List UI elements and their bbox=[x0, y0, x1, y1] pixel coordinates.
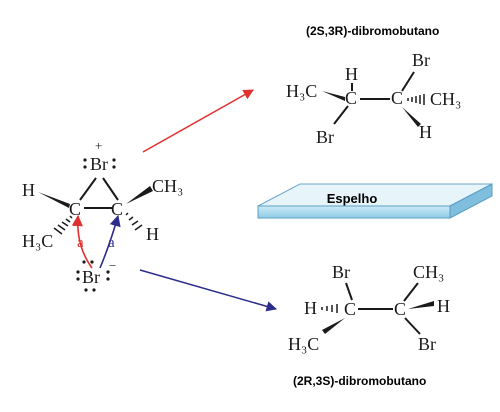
hash-bond bbox=[407, 94, 425, 105]
bond bbox=[404, 317, 421, 335]
mirror-label: Espelho bbox=[327, 191, 378, 206]
lone-pair-dot bbox=[84, 288, 88, 292]
top-h-lower-label: H bbox=[419, 122, 432, 142]
wedge-bond bbox=[38, 192, 70, 208]
bromonium-ion: + Br C C H H₃C CH₃ H bbox=[22, 138, 183, 251]
top-h3c-label: H₃C bbox=[286, 81, 317, 101]
ring-bond-left bbox=[79, 177, 97, 201]
product-bottom: Br H C H₃C C CH₃ H Br (2R,3S)-dibromobut… bbox=[288, 262, 450, 388]
top-br-lower-label: Br bbox=[316, 127, 334, 147]
right-ch3-label: CH₃ bbox=[152, 176, 183, 196]
lone-pair-dot bbox=[112, 158, 116, 162]
lone-pair-dot bbox=[83, 158, 87, 162]
hash-bond bbox=[53, 215, 73, 235]
bromide-charge: − bbox=[109, 258, 116, 273]
product-top-title: (2S,3R)-dibromobutano bbox=[306, 24, 439, 38]
right-h-label: H bbox=[146, 224, 159, 244]
bromide-ion: Br − bbox=[76, 258, 116, 292]
bottom-ch3-label: CH₃ bbox=[413, 262, 444, 282]
red-attack-label: a bbox=[77, 235, 84, 251]
bromide-br-label: Br bbox=[82, 267, 100, 287]
left-ch3-label: H₃C bbox=[22, 231, 53, 251]
wedge-bond bbox=[408, 301, 434, 309]
top-h-upper-label: H bbox=[345, 64, 358, 84]
top-c2-label: C bbox=[391, 88, 403, 108]
blue-attack-arrow bbox=[99, 214, 121, 269]
lone-pair-dot bbox=[83, 165, 87, 169]
wedge-bond bbox=[126, 186, 153, 204]
top-c1-label: C bbox=[345, 88, 357, 108]
lone-pair-dot bbox=[106, 270, 110, 274]
bottom-h-right-label: H bbox=[437, 296, 450, 316]
bottom-c1-label: C bbox=[344, 299, 356, 319]
bond bbox=[333, 105, 349, 125]
ring-bond-right bbox=[102, 177, 119, 201]
wedge-bond bbox=[322, 318, 345, 334]
lone-pair-dot bbox=[112, 165, 116, 169]
lone-pair-dot bbox=[90, 260, 94, 264]
bottom-br-lower-label: Br bbox=[418, 334, 436, 354]
hash-bond bbox=[125, 212, 143, 231]
bromonium-br-label: Br bbox=[90, 154, 108, 174]
lone-pair-dot bbox=[92, 288, 96, 292]
top-br-upper-label: Br bbox=[412, 50, 430, 70]
blue-product-arrow bbox=[139, 269, 278, 312]
bond bbox=[345, 282, 353, 301]
product-bottom-title: (2R,3S)-dibromobutano bbox=[293, 374, 426, 388]
red-attack-arrow bbox=[71, 214, 93, 269]
top-ch3-label: CH₃ bbox=[430, 89, 461, 109]
blue-attack-label: a bbox=[108, 235, 115, 251]
product-top: (2S,3R)-dibromobutano H₃C C H Br C Br CH… bbox=[286, 24, 461, 147]
mirror-plane: Espelho bbox=[257, 183, 493, 219]
bromonium-charge: + bbox=[95, 138, 102, 153]
bottom-h-left-label: H bbox=[304, 298, 317, 318]
bond bbox=[403, 282, 419, 302]
bottom-h3c-label: H₃C bbox=[288, 334, 319, 354]
bond bbox=[401, 71, 415, 92]
lone-pair-dot bbox=[106, 277, 110, 281]
left-h-label: H bbox=[22, 180, 35, 200]
wedge-bond bbox=[322, 91, 345, 101]
lone-pair-dot bbox=[82, 260, 86, 264]
bottom-br-upper-label: Br bbox=[332, 262, 350, 282]
lone-pair-dot bbox=[76, 270, 80, 274]
lone-pair-dot bbox=[76, 277, 80, 281]
carbon-right-label: C bbox=[111, 199, 123, 219]
red-product-arrow bbox=[142, 89, 254, 153]
bottom-c2-label: C bbox=[394, 299, 406, 319]
wedge-bond bbox=[402, 107, 421, 127]
carbon-left-label: C bbox=[69, 199, 81, 219]
mirror-front-face bbox=[257, 205, 451, 219]
mirror-side-face bbox=[449, 183, 493, 219]
hash-bond bbox=[321, 304, 338, 313]
